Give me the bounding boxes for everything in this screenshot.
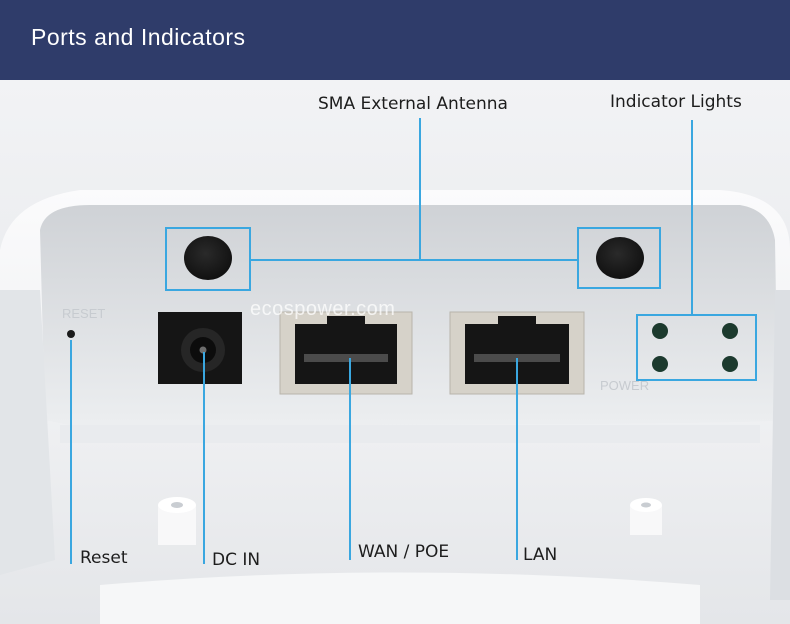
- reset-silkscreen: RESET: [62, 306, 105, 321]
- led-3: [652, 356, 668, 372]
- antenna-callout-box-right: [577, 227, 661, 289]
- dc-jack: [158, 312, 242, 384]
- label-reset: Reset: [80, 548, 128, 568]
- right-wall: [770, 290, 790, 600]
- left-wall: [0, 290, 55, 575]
- antenna-port-right: [596, 237, 644, 279]
- power-silkscreen: POWER: [600, 378, 649, 393]
- page-title: Ports and Indicators: [31, 24, 246, 50]
- label-dc-in: DC IN: [212, 550, 261, 570]
- housing-ledge: [60, 425, 760, 443]
- led-4: [722, 356, 738, 372]
- label-wan-poe: WAN / POE: [358, 542, 450, 562]
- indicator-callout-box: [636, 314, 757, 381]
- device-photo: RESET POWER: [0, 80, 790, 624]
- bottom-rim: [100, 572, 700, 624]
- label-lan: LAN: [523, 545, 558, 565]
- rj45-port-wan: [279, 311, 413, 395]
- header-bar: Ports and Indicators: [0, 0, 790, 80]
- led-1: [652, 323, 668, 339]
- label-indicator-lights: Indicator Lights: [610, 92, 742, 112]
- screw-post-left: [158, 497, 196, 545]
- watermark-text: ecospower.com: [250, 298, 396, 320]
- antenna-port-left: [184, 236, 232, 280]
- label-sma-antenna: SMA External Antenna: [318, 94, 508, 114]
- reset-pinhole: [67, 330, 75, 338]
- screw-post-right: [630, 498, 662, 535]
- led-2: [722, 323, 738, 339]
